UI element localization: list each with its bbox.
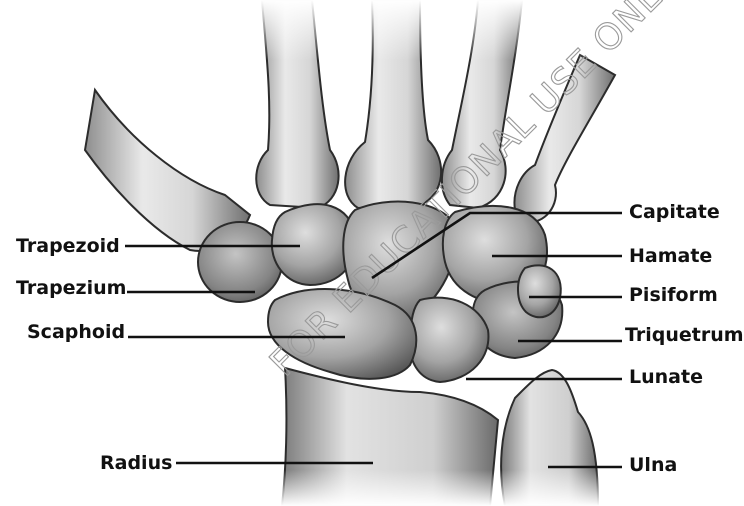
- lunate-label: Lunate: [629, 366, 703, 388]
- ulna-label: Ulna: [629, 454, 677, 476]
- scaphoid-bone: [266, 288, 418, 380]
- forearm-bones: [270, 366, 610, 506]
- trapezium-bone: [197, 221, 283, 303]
- metacarpal-bones: [80, 0, 640, 252]
- radius-label: Radius: [100, 452, 172, 474]
- trapezoid-label: Trapezoid: [16, 235, 120, 257]
- hamate-label: Hamate: [629, 245, 712, 267]
- capitate-leader: [371, 211, 622, 280]
- trapezium-label: Trapezium: [16, 277, 126, 299]
- triquetrum-label: Triquetrum: [625, 324, 744, 346]
- carpal-bones: [197, 200, 564, 384]
- pisiform-bone: [517, 264, 562, 319]
- leader-lines: [125, 211, 622, 469]
- trapezoid-bone: [270, 203, 357, 287]
- capitate-label: Capitate: [629, 201, 720, 223]
- pisiform-label: Pisiform: [629, 284, 718, 306]
- scaphoid-label: Scaphoid: [27, 321, 125, 343]
- bone-labels: Trapezoid Trapezium Scaphoid Radius Capi…: [16, 201, 744, 476]
